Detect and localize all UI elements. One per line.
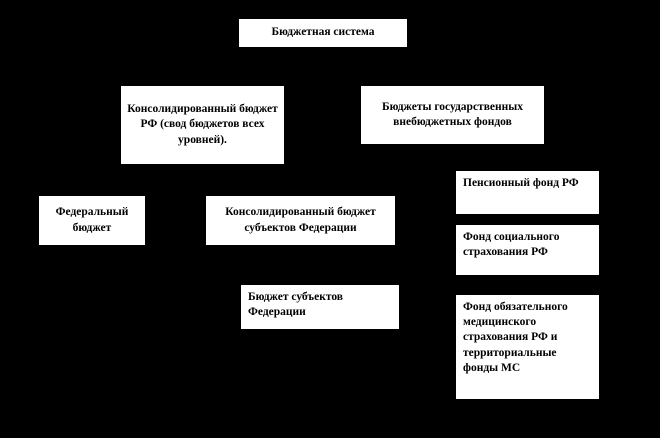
node-state-extrabudgetary-funds-label: Бюджеты государственных внебюджетных фон… xyxy=(381,100,524,128)
node-federal-budget: Федеральный бюджет xyxy=(38,195,146,246)
node-social-insurance-fund-label: Фонд социального страхования РФ xyxy=(463,231,560,259)
node-consolidated-budget-subjects: Консолидированный бюджет субъектов Федер… xyxy=(205,195,396,246)
node-subjects-budget-label: Бюджет субъектов Федерации xyxy=(248,291,343,319)
node-pension-fund-label: Пенсионный фонд РФ xyxy=(463,177,579,189)
node-medical-insurance-fund: Фонд обязательного медицинского страхова… xyxy=(455,294,600,400)
node-subjects-budget: Бюджет субъектов Федерации xyxy=(240,284,400,330)
node-social-insurance-fund: Фонд социального страхования РФ xyxy=(455,224,600,276)
node-consolidated-budget-rf-label: Консолидированный бюджет РФ (свод бюджет… xyxy=(127,103,278,146)
node-consolidated-budget-rf: Консолидированный бюджет РФ (свод бюджет… xyxy=(120,85,285,165)
node-medical-insurance-fund-label: Фонд обязательного медицинского страхова… xyxy=(463,301,568,374)
node-state-extrabudgetary-funds: Бюджеты государственных внебюджетных фон… xyxy=(360,85,545,145)
node-pension-fund: Пенсионный фонд РФ xyxy=(455,170,600,215)
node-consolidated-budget-subjects-label: Консолидированный бюджет субъектов Федер… xyxy=(225,206,376,234)
node-budget-system-label: Бюджетная система xyxy=(271,26,375,39)
node-federal-budget-label: Федеральный бюджет xyxy=(55,206,129,234)
node-budget-system: Бюджетная система xyxy=(238,18,408,48)
